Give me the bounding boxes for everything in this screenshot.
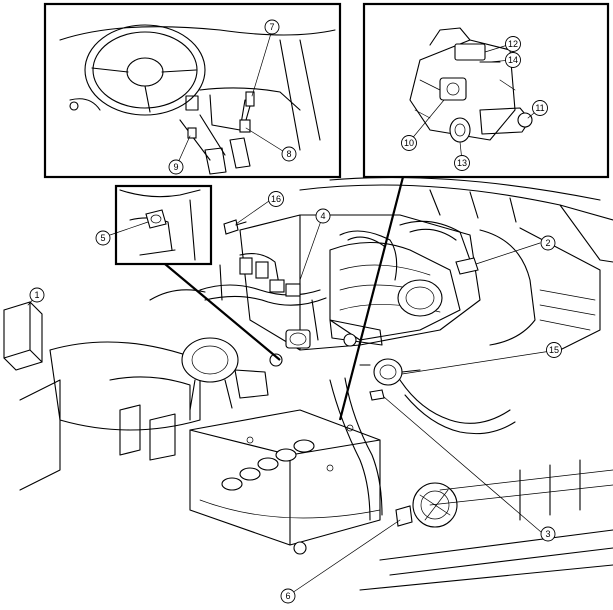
callout-4: 4 [315,208,331,224]
svg-text:1: 1 [34,290,39,300]
inset-part-5 [114,184,213,266]
svg-text:3: 3 [545,529,550,539]
callout-8: 8 [281,146,297,162]
callout-12: 12 [505,36,521,52]
svg-text:15: 15 [549,345,559,355]
svg-text:7: 7 [269,22,274,32]
callout-16: 16 [268,191,284,207]
callout-14: 14 [505,52,521,68]
callout-15: 15 [546,342,562,358]
svg-text:10: 10 [404,138,414,148]
svg-text:16: 16 [271,194,281,204]
callout-1: 1 [29,287,45,303]
component-1-control-unit [3,301,43,371]
svg-text:11: 11 [535,103,544,113]
svg-text:5: 5 [100,233,105,243]
callout-10: 10 [401,135,417,151]
svg-text:12: 12 [508,39,518,49]
svg-text:13: 13 [457,158,467,168]
callout-11: 11 [532,100,548,116]
callout-6: 6 [280,588,296,604]
svg-text:6: 6 [285,591,290,601]
inset-leader-lines [164,176,405,421]
inset-injection-pump [362,2,610,179]
callout-7: 7 [264,19,280,35]
svg-text:4: 4 [320,211,325,221]
callout-2: 2 [540,235,556,251]
svg-text:2: 2 [545,238,550,248]
callout-5: 5 [95,230,111,246]
callout-3: 3 [540,526,556,542]
svg-text:8: 8 [286,149,291,159]
callout-leaders [27,29,552,594]
callout-9: 9 [168,159,184,175]
svg-text:14: 14 [508,55,518,65]
inset-dashboard [43,2,342,179]
callout-13: 13 [454,155,470,171]
engine-bay-illustration [19,176,613,591]
svg-text:9: 9 [173,162,178,172]
